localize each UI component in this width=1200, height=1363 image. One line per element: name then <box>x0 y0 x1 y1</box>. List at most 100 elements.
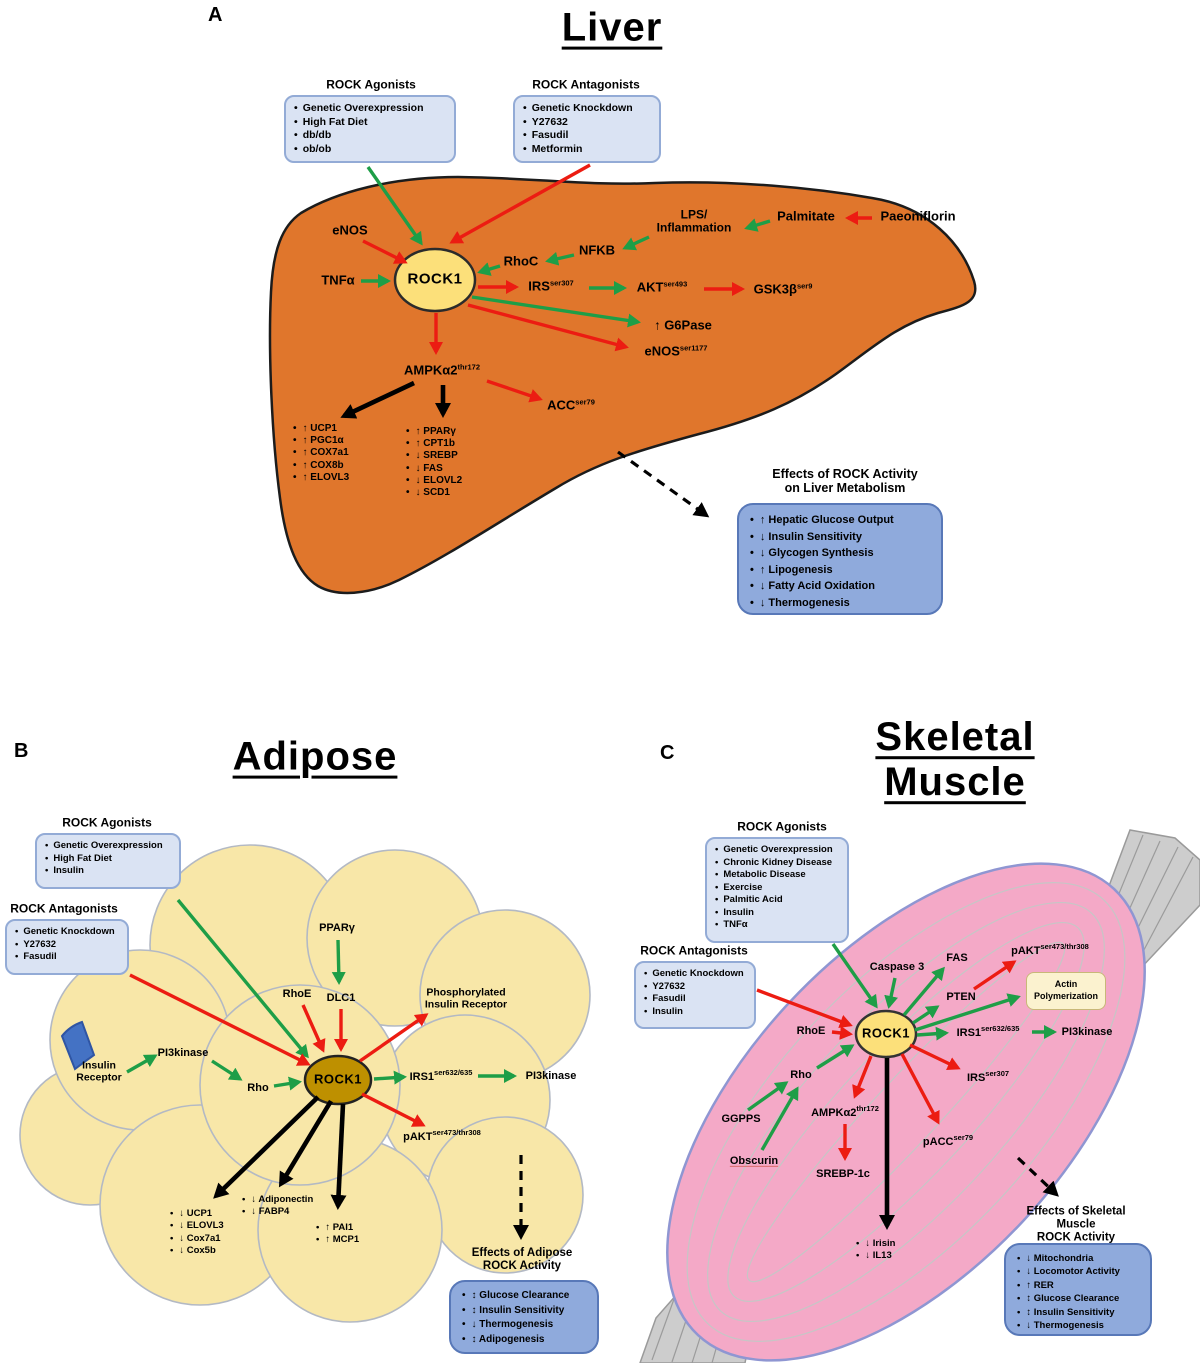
list-item: ↓ Thermogenesis <box>747 595 933 612</box>
arrow-rhoe-to-rock1-b <box>301 1004 326 1053</box>
list-item: Insulin <box>711 907 839 920</box>
arrow-ampk-to-list-left <box>340 380 415 419</box>
list-item: ↕ Insulin Sensitivity <box>459 1304 589 1319</box>
node-pi3kinase-c: PI3kinase <box>1061 1025 1113 1038</box>
list-item: ↕ Adipogenesis <box>459 1333 589 1348</box>
list-item: ↑ COX7a1 <box>293 447 349 459</box>
list-item: ↓ FAS <box>406 463 462 475</box>
arrow-rock1-to-list2-b <box>278 1099 333 1188</box>
arrow-rock1-to-irs307 <box>909 1043 961 1070</box>
list-item: ob/ob <box>290 143 446 157</box>
antagonists-box-a: Genetic Knockdown Y27632 Fasudil Metform… <box>513 95 661 163</box>
adipose-list-1: ↓ UCP1 ↓ ELOVL3 ↓ Cox7a1 ↓ Cox5b <box>170 1208 224 1257</box>
list-item: Y27632 <box>640 981 746 994</box>
node-irs-ser307-c: IRSser307 <box>966 1068 1010 1084</box>
arrow-antagonists-to-rock1-a <box>449 163 591 244</box>
node-nfkb: NFKB <box>578 242 616 258</box>
node-ggpps: GGPPS <box>721 1112 761 1125</box>
node-insulin-receptor: Insulin Receptor <box>76 1059 122 1083</box>
node-paeoniflorin: Paeoniflorin <box>880 208 956 224</box>
node-rock1-b: ROCK1 <box>313 1071 363 1087</box>
node-ampk-c: AMPKα2thr172 <box>811 1103 879 1119</box>
arrow-rock1-to-phos-ir <box>359 1013 429 1063</box>
list-item: ↕ Glucose Clearance <box>1014 1292 1142 1305</box>
rock1-node-adipose <box>303 1054 373 1106</box>
list-item: Y27632 <box>519 116 651 130</box>
node-rhoe-b: RhoE <box>282 987 312 1000</box>
list-item: ↓ Cox5b <box>170 1245 224 1257</box>
list-item: ↑ UCP1 <box>293 423 349 435</box>
antagonists-box-c: Genetic Knockdown Y27632 Fasudil Insulin <box>634 961 756 1029</box>
node-pacc-ser79: pACCser79 <box>922 1132 974 1148</box>
list-item: ↓ Fatty Acid Oxidation <box>747 578 933 595</box>
agonists-box-a: Genetic Overexpression High Fat Diet db/… <box>284 95 456 163</box>
arrow-lps-to-nfkb <box>622 235 650 251</box>
list-item: High Fat Diet <box>290 116 446 130</box>
rock1-node-muscle <box>854 1009 918 1059</box>
arrow-rho-to-rock1-b <box>273 1076 302 1091</box>
arrow-pten-to-pakt <box>973 960 1017 991</box>
list-item: Y27632 <box>11 939 119 952</box>
node-pi3kinase-left-b: PI3kinase <box>157 1046 209 1059</box>
arrow-insulin-receptor-to-pi3k <box>126 1054 158 1074</box>
list-item: ↑ PGC1α <box>293 435 349 447</box>
node-dlc1: DLC1 <box>326 991 356 1004</box>
list-item: Insulin <box>41 865 171 878</box>
node-rock1-a: ROCK1 <box>407 270 463 288</box>
list-item: ↑ Hepatic Glucose Output <box>747 512 933 529</box>
list-item: ↓ Thermogenesis <box>459 1318 589 1333</box>
agonists-box-b: Genetic Overexpression High Fat Diet Ins… <box>35 833 181 889</box>
arrow-rock1-to-fas <box>902 966 945 1017</box>
insulin-receptor-shape <box>60 1020 96 1071</box>
node-rho-b: Rho <box>247 1081 269 1094</box>
list-item: ↓ Insulin Sensitivity <box>747 529 933 546</box>
node-acc-ser79: ACCser79 <box>547 397 595 413</box>
node-g6pase: ↑ G6Pase <box>654 317 712 333</box>
arrow-rock1-to-actin <box>914 993 1021 1032</box>
list-item: Genetic Knockdown <box>519 102 651 116</box>
list-item: db/db <box>290 129 446 143</box>
arrow-pi3k-to-rho <box>211 1059 243 1081</box>
list-item: ↓ SREBP <box>406 450 462 462</box>
panel-title-adipose: Adipose <box>232 734 398 779</box>
arrow-rock1-to-g6pase <box>471 295 641 328</box>
list-item: Metformin <box>519 143 651 157</box>
node-tnfa: TNFα <box>321 272 355 288</box>
antagonists-box-b: Genetic Knockdown Y27632 Fasudil <box>5 919 129 975</box>
node-caspase3: Caspase 3 <box>869 960 925 973</box>
node-gsk3b-ser9: GSK3βser9 <box>753 281 813 297</box>
list-item: ↑ PAI1 <box>316 1222 359 1234</box>
list-item: Exercise <box>711 882 839 895</box>
list-item: ↕ Glucose Clearance <box>459 1289 589 1304</box>
arrow-caspase3-to-rock1 <box>884 977 898 1009</box>
arrow-rock1-to-ampk-c <box>852 1055 873 1099</box>
muscle-list: ↓ Irisin ↓ IL13 <box>856 1238 895 1263</box>
list-item: ↓ Cox7a1 <box>170 1233 224 1245</box>
list-item: ↑ RER <box>1014 1279 1142 1292</box>
node-irs1-b: IRS1ser632/635 <box>409 1067 473 1083</box>
node-enos: eNOS <box>332 222 368 238</box>
list-item: ↕ Insulin Sensitivity <box>1014 1306 1142 1319</box>
arrow-ampk-to-acc <box>486 379 543 403</box>
node-srebp1c: SREBP-1c <box>816 1167 870 1180</box>
list-item: Fasudil <box>640 993 746 1006</box>
adipose-list-3: ↑ PAI1 ↑ MCP1 <box>316 1222 359 1247</box>
antagonists-title-b: ROCK Antagonists <box>10 901 118 916</box>
list-item: Fasudil <box>11 951 119 964</box>
node-akt-ser493: AKTser493 <box>636 279 688 295</box>
list-item: ↑ PPARγ <box>406 426 462 438</box>
list-item: ↓ IL13 <box>856 1250 895 1262</box>
node-pi3kinase-right-b: PI3kinase <box>525 1069 577 1082</box>
arrow-dashed-muscle-to-effects <box>1016 1156 1059 1197</box>
list-item: Fasudil <box>519 129 651 143</box>
arrow-rock1-to-pacc <box>900 1053 940 1125</box>
node-ampk-thr172: AMPKα2thr172 <box>403 362 481 378</box>
effects-heading-adipose: Effects of Adipose ROCK Activity <box>471 1247 573 1272</box>
panel-title-liver: Liver <box>561 5 663 50</box>
effects-box-muscle: ↓ Mitochondria ↓ Locomotor Activity ↑ RE… <box>1004 1243 1152 1336</box>
arrow-dashed-liver-to-effects <box>617 450 710 518</box>
arrow-rock1-to-list1-b <box>213 1095 320 1199</box>
antagonists-title-c: ROCK Antagonists <box>640 943 748 958</box>
node-lps-inflammation: LPS/ Inflammation <box>656 207 732 235</box>
